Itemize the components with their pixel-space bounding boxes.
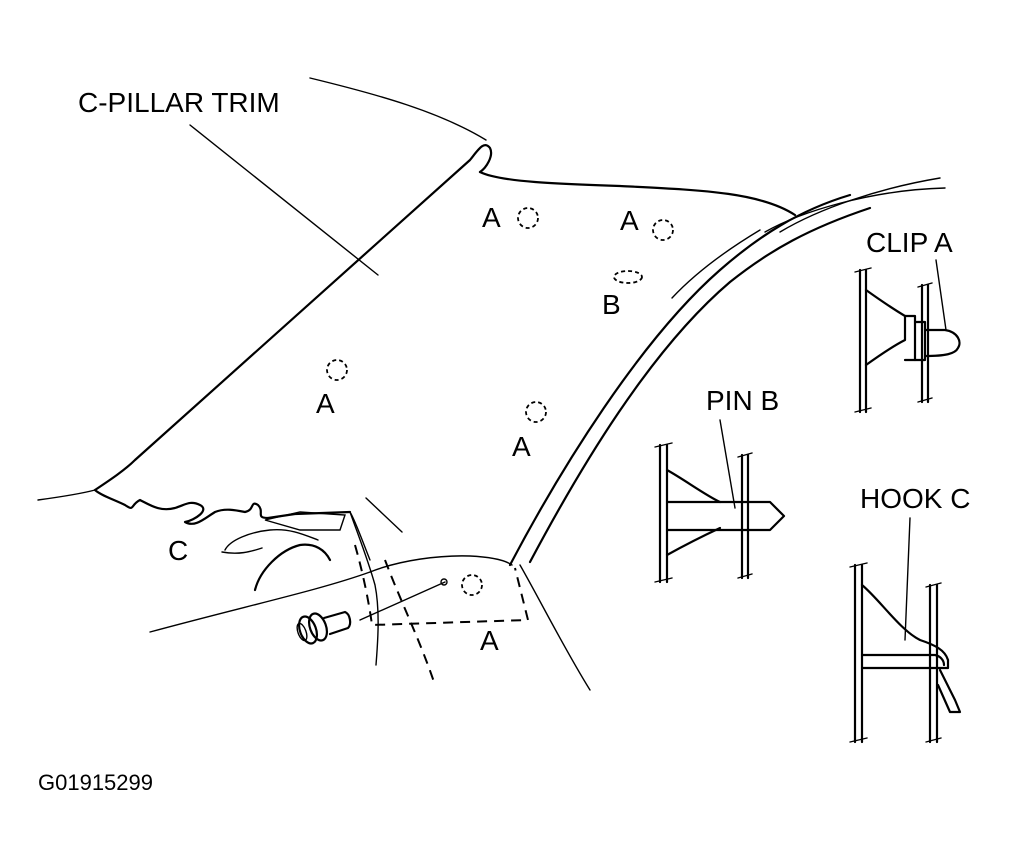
fastener-locations (326, 207, 674, 596)
c-pillar-trim-panel (37, 77, 946, 567)
marker-a-1: A (482, 202, 501, 233)
clip-a-fastener (296, 610, 352, 645)
clip-a-location-2 (652, 219, 674, 241)
marker-a-3: A (316, 388, 335, 419)
clip-a-location-5 (461, 574, 483, 596)
quarter-panel-body (149, 497, 591, 691)
pin-b-detail (654, 419, 786, 584)
hook-c-detail (849, 517, 962, 744)
marker-a-5: A (480, 625, 499, 656)
trim-label: C-PILLAR TRIM (78, 87, 280, 118)
clip-a-detail (854, 259, 961, 414)
marker-a-4: A (512, 431, 531, 462)
marker-a-2: A (620, 205, 639, 236)
pin-b-location (613, 270, 643, 284)
pin-b-label: PIN B (706, 385, 779, 416)
clip-a-location-4 (525, 401, 547, 423)
hook-c-label: HOOK C (860, 483, 970, 514)
marker-b: B (602, 289, 621, 320)
marker-c: C (168, 535, 188, 566)
clip-a-location-3 (326, 359, 348, 381)
clip-a-label: CLIP A (866, 227, 953, 258)
clip-a-location-1 (517, 207, 539, 229)
figure-id: G01915299 (38, 770, 153, 795)
